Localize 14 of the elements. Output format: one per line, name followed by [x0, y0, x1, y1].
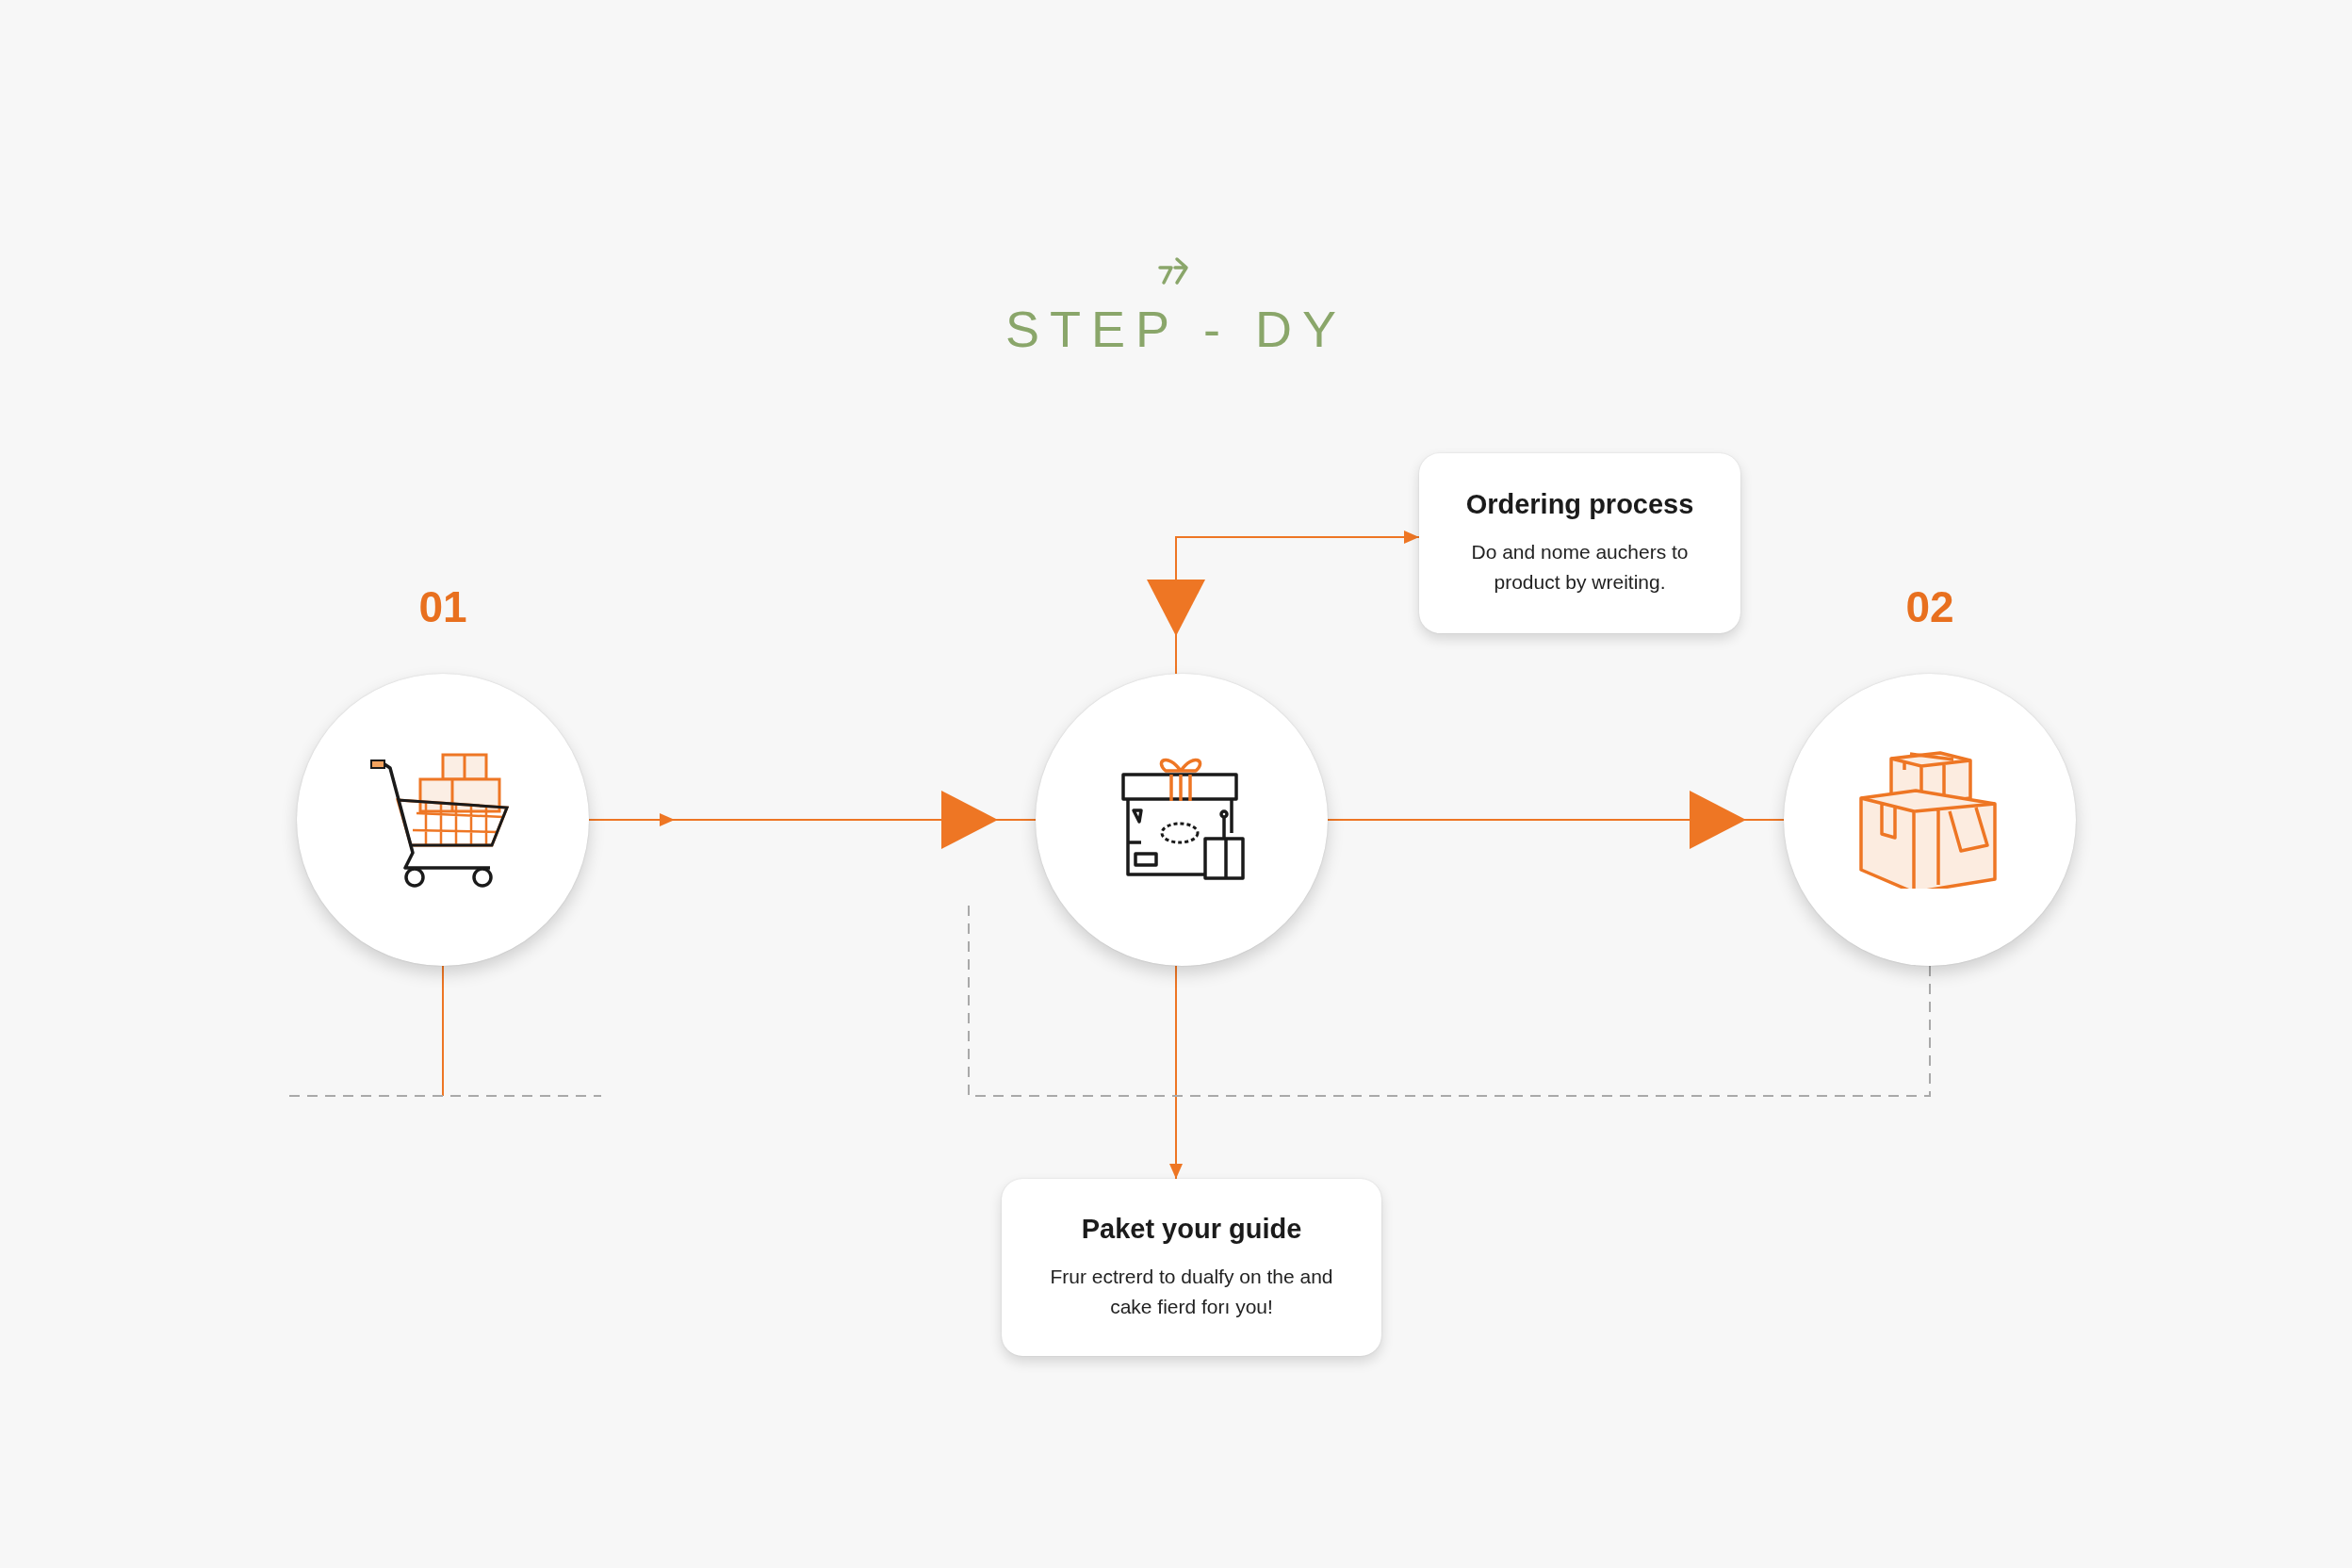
- arrow: [1169, 965, 1183, 1180]
- arrow: [1147, 531, 1420, 675]
- card-title: Paket your guide: [1081, 1213, 1302, 1245]
- card-text: Do and nome auchers to product by wreiting.: [1470, 540, 1690, 595]
- card-text: Frur ectrerd to dualfy on the and cake fierd forı you!: [1049, 1264, 1334, 1319]
- arrow: [1327, 791, 1785, 849]
- step-number: 02: [1905, 581, 1954, 632]
- card-title: Ordering process: [1465, 489, 1694, 520]
- arrow: [588, 791, 1037, 849]
- step-number: 01: [418, 581, 467, 632]
- info-card: [1002, 1179, 1381, 1356]
- info-card: [1419, 453, 1740, 633]
- connector-line: [442, 965, 444, 1097]
- title: STEP - DY: [1004, 300, 1348, 358]
